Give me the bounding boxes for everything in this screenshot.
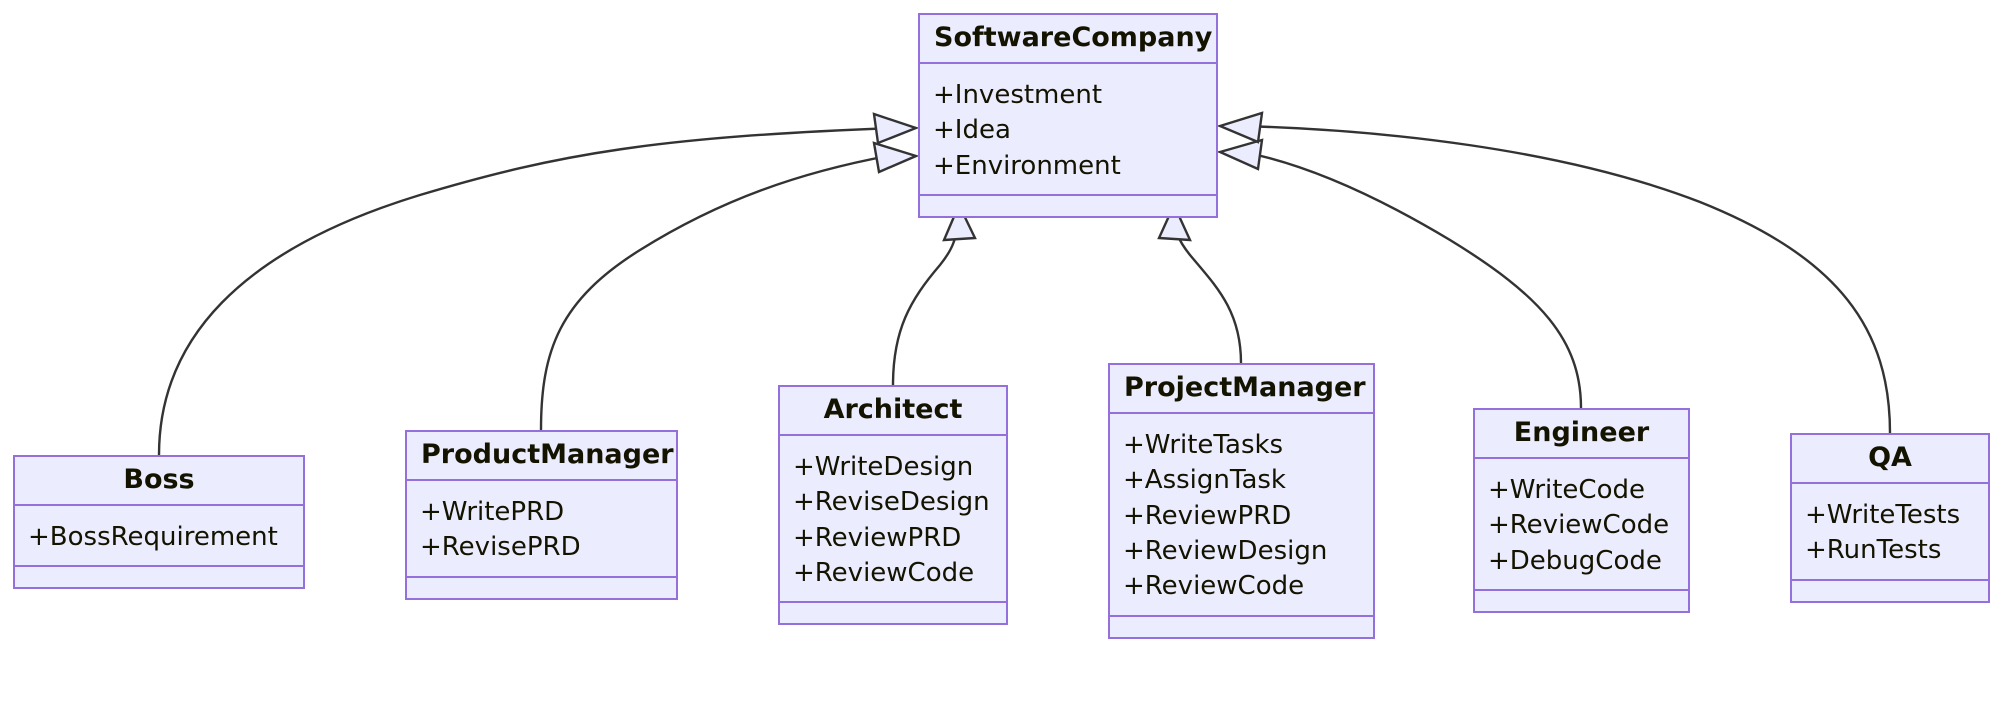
class-title-boss: Boss (15, 457, 303, 506)
class-node-engineer[interactable]: Engineer +WriteCode +ReviewCode +DebugCo… (1473, 408, 1690, 614)
attribute-row: +ReviseDesign (793, 487, 990, 518)
class-attributes-productmanager: +WritePRD +RevisePRD (407, 481, 676, 578)
attribute-row: +WritePRD (420, 497, 565, 527)
attribute-row: +WriteTests (1805, 500, 1961, 530)
class-attributes-boss: +BossRequirement (15, 506, 303, 568)
class-node-productmanager[interactable]: ProductManager +WritePRD +RevisePRD (405, 430, 678, 600)
class-attributes-qa: +WriteTests +RunTests (1792, 484, 1988, 581)
class-title-softwarecompany: SoftwareCompany (920, 15, 1216, 64)
attribute-row: +RunTests (1805, 535, 1942, 566)
inheritance-arrowhead-productmanager (872, 141, 920, 174)
class-attributes-engineer: +WriteCode +ReviewCode +DebugCode (1475, 459, 1688, 592)
attribute-row: +ReviewCode (1488, 510, 1670, 541)
attribute-row: +AssignTask (1123, 465, 1286, 496)
class-methods-qa (1792, 581, 1988, 601)
class-methods-architect (780, 603, 1006, 623)
attribute-row: +WriteCode (1488, 475, 1645, 505)
class-methods-engineer (1475, 591, 1688, 611)
attribute-row: +ReviewCode (793, 558, 975, 589)
class-methods-boss (15, 567, 303, 587)
class-methods-softwarecompany (920, 196, 1216, 216)
attribute-row: +ReviewCode (1123, 571, 1305, 602)
attribute-row: +Idea (933, 115, 1011, 146)
class-title-architect: Architect (780, 387, 1006, 436)
attribute-row: +RevisePRD (420, 532, 581, 563)
attribute-row: +ReviewDesign (1123, 536, 1328, 567)
attribute-row: +Investment (933, 80, 1103, 110)
edge-architect-to-softwarecompany (891, 211, 961, 386)
inheritance-arrowhead-qa (1216, 111, 1264, 144)
inheritance-arrowhead-boss (872, 112, 920, 145)
edge-projectmanager-to-softwarecompany (1171, 211, 1243, 364)
class-node-architect[interactable]: Architect +WriteDesign +ReviseDesign +Re… (778, 385, 1008, 626)
attribute-row: +BossRequirement (28, 522, 278, 552)
attribute-row: +DebugCode (1488, 545, 1662, 576)
class-title-engineer: Engineer (1475, 410, 1688, 459)
class-attributes-projectmanager: +WriteTasks +AssignTask +ReviewPRD +Revi… (1110, 414, 1373, 617)
attribute-row: +ReviewPRD (793, 522, 962, 553)
inheritance-arrowhead-engineer (1216, 138, 1264, 171)
class-methods-productmanager (407, 578, 676, 598)
attribute-row: +ReviewPRD (1123, 500, 1292, 531)
class-methods-projectmanager (1110, 617, 1373, 637)
class-title-projectmanager: ProjectManager (1110, 365, 1373, 414)
class-node-boss[interactable]: Boss +BossRequirement (13, 455, 305, 590)
class-title-qa: QA (1792, 435, 1988, 484)
class-attributes-architect: +WriteDesign +ReviseDesign +ReviewPRD +R… (780, 436, 1006, 604)
attribute-row: +Environment (933, 150, 1121, 181)
class-title-productmanager: ProductManager (407, 432, 676, 481)
class-node-projectmanager[interactable]: ProjectManager +WriteTasks +AssignTask +… (1108, 363, 1375, 639)
class-attributes-softwarecompany: +Investment +Idea +Environment (920, 64, 1216, 197)
class-node-qa[interactable]: QA +WriteTests +RunTests (1790, 433, 1990, 603)
attribute-row: +WriteDesign (793, 452, 974, 482)
attribute-row: +WriteTasks (1123, 430, 1284, 460)
class-node-softwarecompany[interactable]: SoftwareCompany +Investment +Idea +Envir… (918, 13, 1218, 219)
